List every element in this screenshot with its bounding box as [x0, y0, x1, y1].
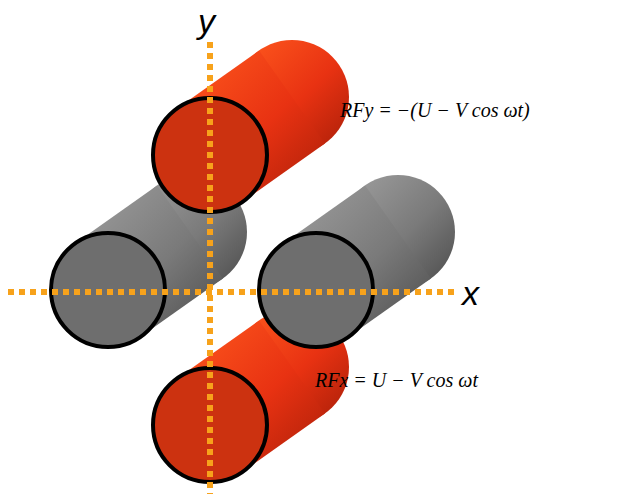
rf-equation: RFy = −(U − V cos ωt): [340, 98, 530, 122]
axis-label: y: [198, 4, 215, 38]
dotted-axis: [8, 289, 455, 295]
axis-label: x: [462, 276, 479, 310]
dotted-axis: [207, 42, 213, 494]
rf-equation: RFx = U − V cos ωt: [315, 368, 478, 392]
